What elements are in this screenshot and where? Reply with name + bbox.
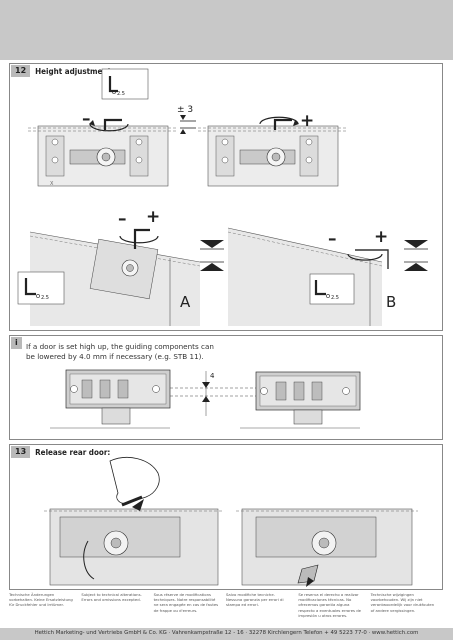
guide-left [50,369,171,429]
label-a: A [180,293,191,311]
section-release-rear-door: 13 Release rear door: [9,444,443,590]
disclaimer-en: Subject to technical alterations. Errors… [81,592,142,603]
svg-text:X: X [50,181,54,187]
section-info: i If a door is set high up, the guiding … [9,335,443,440]
disclaimer-it: Salvo modifiche tecniche. Nessuna garanz… [225,592,284,608]
hex-icon [112,90,116,94]
plus-sign: + [146,207,160,227]
info-text: If a door is set high up, the guiding co… [26,342,214,361]
minus-sign: – [82,109,91,129]
minus-sign: – [328,229,337,249]
guiding-component-illustration: 4 [50,369,361,429]
disclaimer-es: Se reserva el derecho a realizar modific… [298,592,361,618]
section-title: Height adjustment: [35,66,114,76]
door-view-a: – + A [29,207,224,326]
runner-detail-left: – X [28,109,178,187]
disclaimer-de: Technische Änderungen vorbehalten. Keine… [9,592,73,608]
footer-bar: Hettich Marketing- und Vertriebs GmbH & … [0,628,453,640]
plus-sign: + [300,111,314,131]
step-number: 13 [11,446,31,458]
disclaimer-columns: Technische Änderungen vorbehalten. Keine… [9,592,443,626]
section-title: Release rear door: [35,447,111,457]
header-band [0,0,453,60]
adjust-range-label: ± 3 [177,105,193,115]
info-icon: i [11,337,22,349]
hex-key-box: 2.5 [309,273,355,305]
hand-icon [109,457,160,504]
guide-right [240,371,361,429]
section-header: 12 Height adjustment: [10,64,114,78]
height-adjustment-illustration: 2.5 – X ± 3 [17,68,428,326]
hex-size-label: 2.5 [117,91,125,97]
hex-size-label: 2.5 [331,295,339,301]
minus-sign: – [118,209,127,229]
release-step-right [236,508,418,587]
release-step-left [44,457,224,586]
release-door-illustration [44,457,418,587]
step-number: 12 [11,65,31,77]
hex-key-box: 2.5 [101,68,149,100]
section-header: i [10,336,22,350]
hex-size-label: 2.5 [41,295,49,301]
adjust-range-indicator: ± 3 [177,105,196,134]
section-header: 13 Release rear door: [10,445,110,459]
section-height-adjustment: 12 Height adjustment: 2.5 [9,63,443,331]
disclaimer-nl: Technische wijzigingen voorbehouden. Wij… [370,592,435,613]
company-address: Hettich Marketing- und Vertriebs GmbH & … [34,630,419,636]
runner-detail-right: + [198,111,348,187]
disclaimer-fr: Sous réserve de modifications techniques… [153,592,219,613]
dimension-label: 4 [210,372,215,380]
hex-key-box: 2.5 [17,271,65,305]
plus-sign: + [374,227,388,247]
label-b: B [386,293,396,311]
